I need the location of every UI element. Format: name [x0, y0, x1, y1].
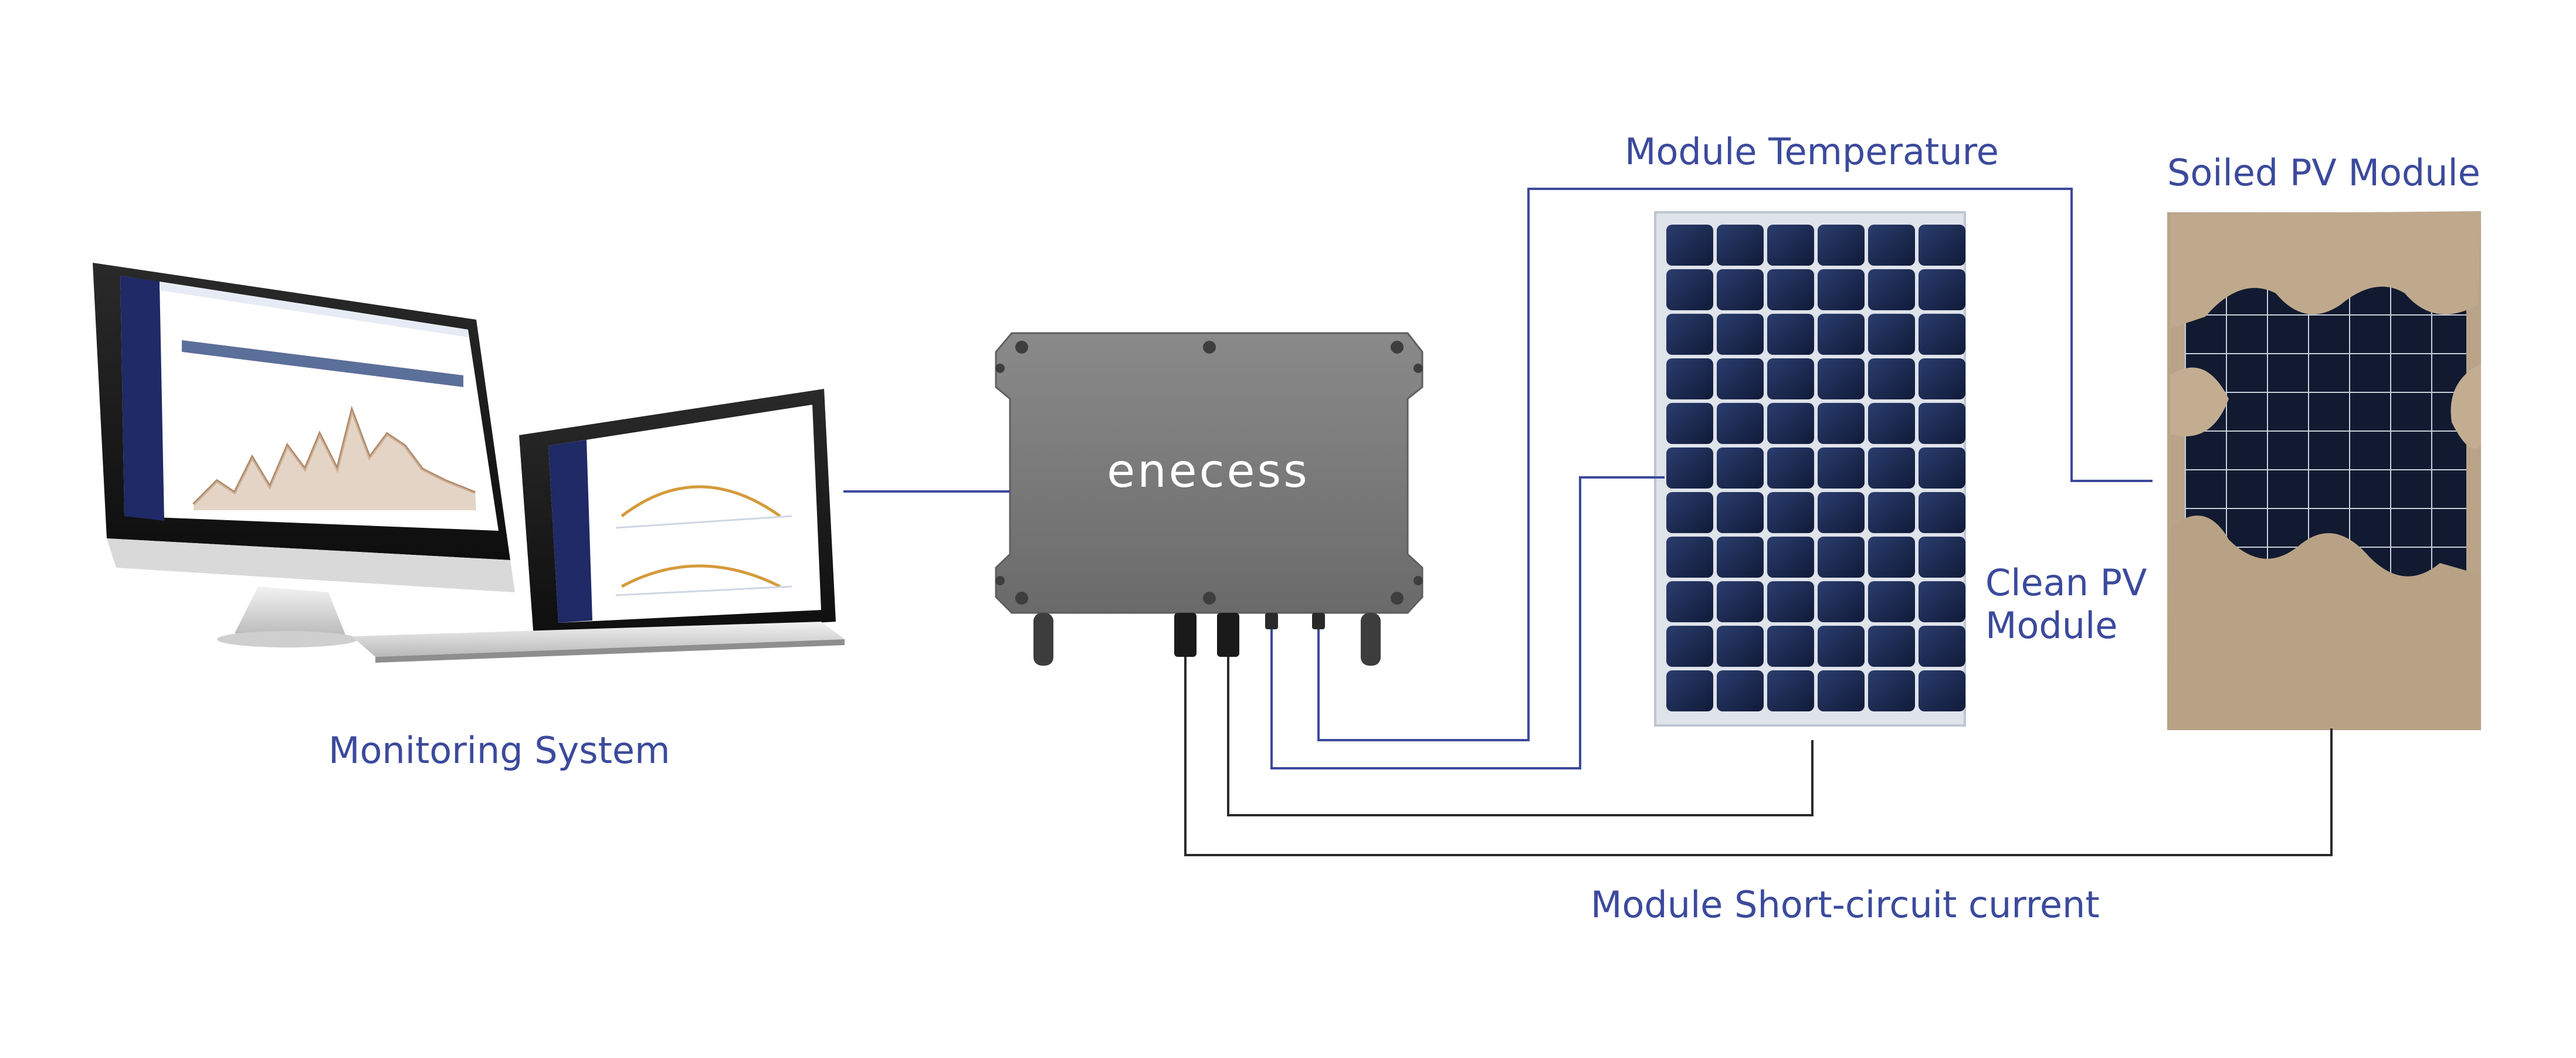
- clean-pv-module-label-line1: Clean PV: [1985, 561, 2147, 604]
- wiring: [843, 188, 2333, 856]
- clean-pv-module-label-line2: Module: [1985, 604, 2118, 647]
- module-temperature-label: Module Temperature: [1625, 130, 1999, 173]
- laptop: [352, 389, 845, 663]
- monitoring-system-label: Monitoring System: [328, 729, 670, 772]
- short-circuit-current-label: Module Short-circuit current: [1591, 883, 2100, 926]
- soiled-pv-module: [2167, 211, 2481, 730]
- device-logo: enecess: [1107, 445, 1310, 498]
- enecess-device: enecess: [995, 332, 1423, 666]
- soiled-pv-module-label: Soiled PV Module: [2167, 151, 2480, 194]
- clean-pv-module: [1654, 211, 1967, 727]
- desktop-monitor: [93, 263, 515, 647]
